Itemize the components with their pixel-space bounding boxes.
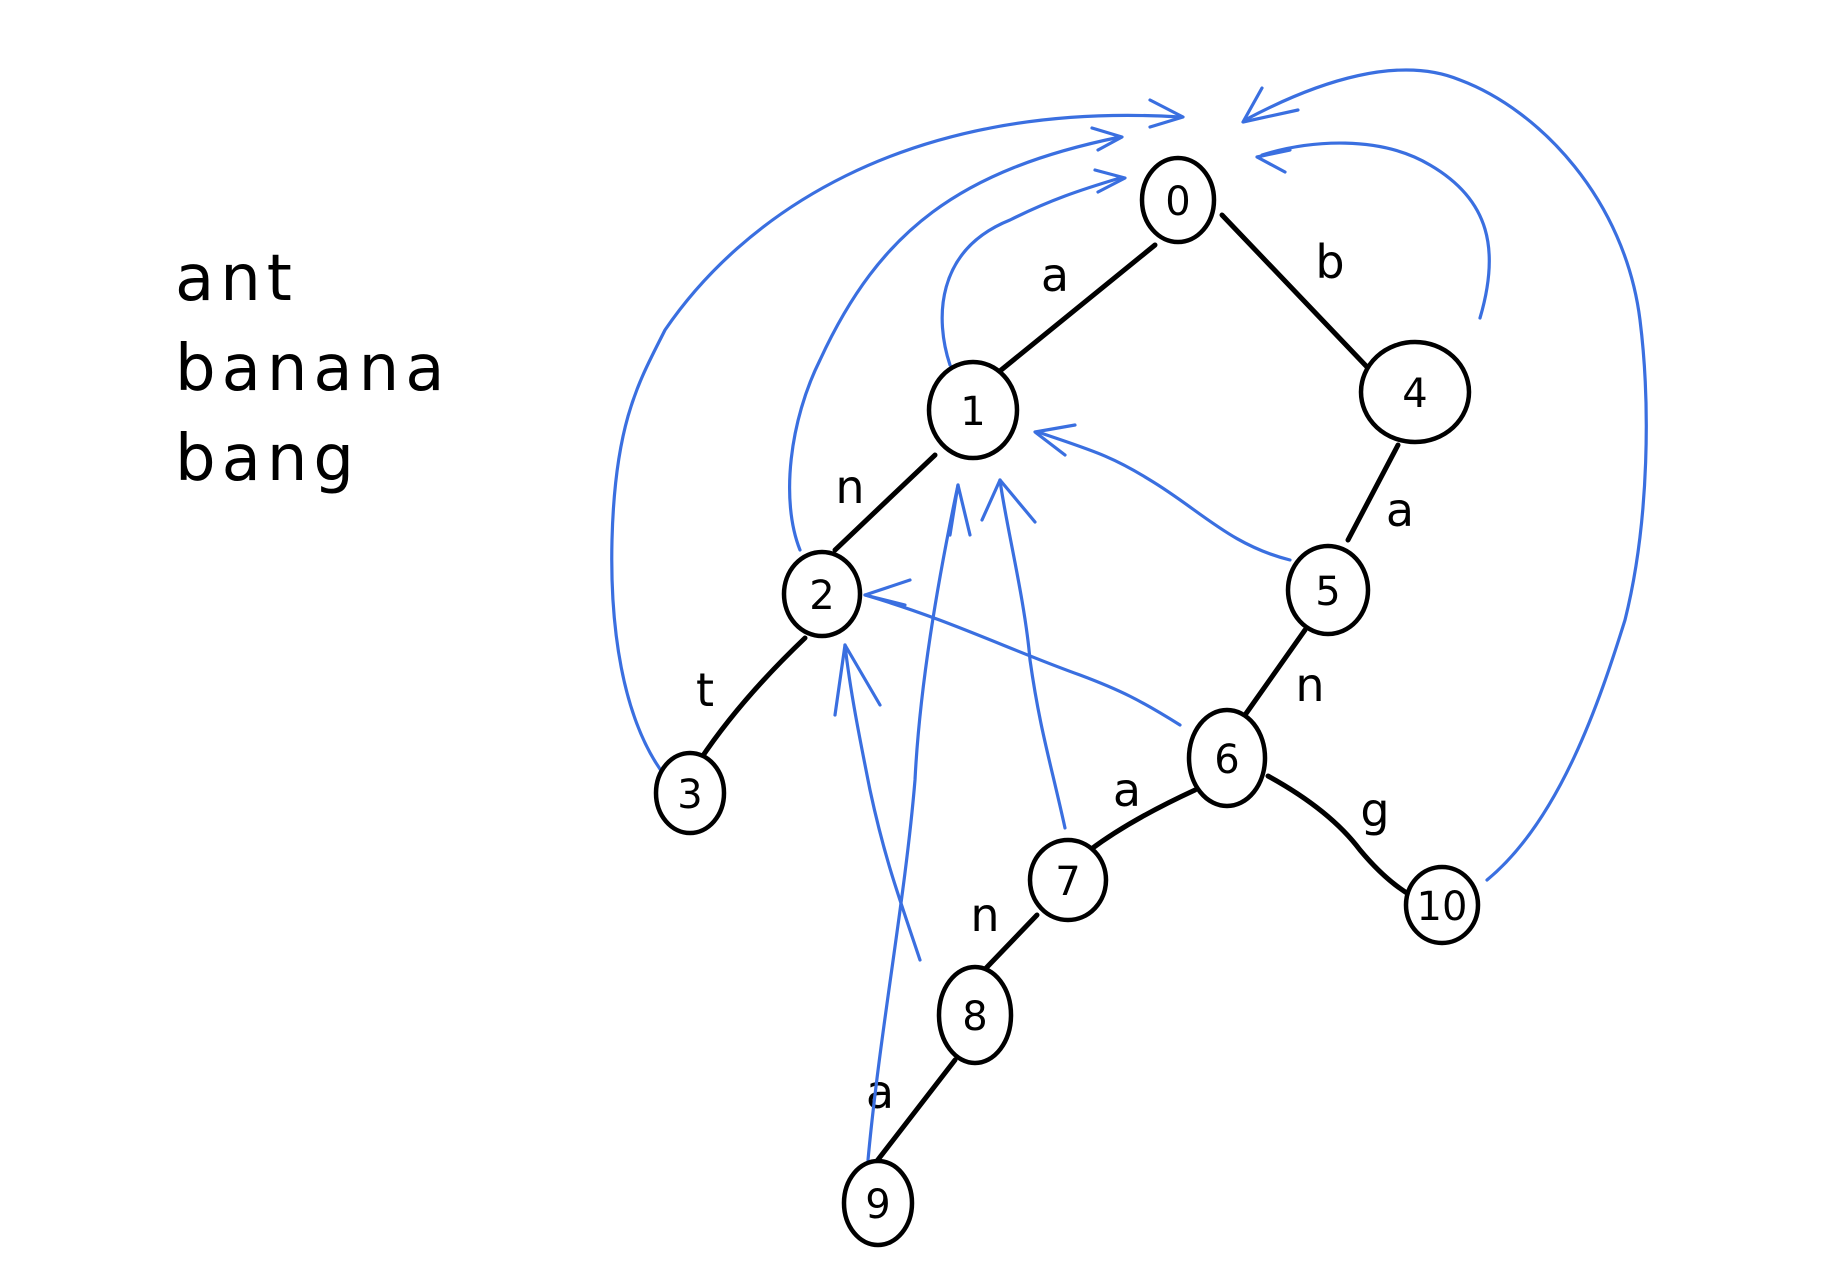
word-2: bang — [175, 422, 360, 496]
edge-1-2 — [832, 452, 938, 553]
node-0: 0 — [1139, 155, 1217, 245]
edge-5-6 — [1242, 627, 1308, 718]
failure-link-3-0 — [610, 98, 1185, 782]
node-8-label: 8 — [962, 994, 987, 1040]
edge-0-4 — [1219, 212, 1371, 371]
node-8: 8 — [936, 964, 1014, 1066]
word-list: ant banana bang — [175, 242, 450, 496]
failure-link-5-1 — [1033, 423, 1292, 562]
trie-edges — [697, 212, 1413, 1173]
node-5-label: 5 — [1315, 569, 1340, 615]
edge-0-1 — [992, 242, 1158, 378]
edge-6-7 — [1087, 787, 1198, 853]
edge-label-1-2: n — [835, 460, 864, 514]
failure-link-6-2 — [863, 578, 1182, 727]
node-10: 10 — [1403, 864, 1481, 946]
edge-label-0-1: a — [1041, 248, 1069, 302]
node-6: 6 — [1186, 707, 1268, 809]
node-3-label: 3 — [677, 772, 702, 818]
edge-2-3 — [697, 635, 808, 763]
node-1: 1 — [926, 359, 1020, 461]
failure-link-2-0 — [788, 126, 1124, 552]
edge-label-8-9: a — [866, 1065, 894, 1119]
node-7-label: 7 — [1055, 859, 1080, 905]
edge-label-6-7: a — [1113, 763, 1141, 817]
failure-link-4-0 — [1255, 141, 1491, 320]
node-2-label: 2 — [809, 573, 834, 619]
failure-link-8-2 — [833, 643, 922, 962]
trie-nodes: 0 1 2 3 4 5 6 7 — [653, 155, 1481, 1248]
edge-label-6-10: g — [1360, 783, 1389, 837]
node-10-label: 10 — [1417, 884, 1468, 930]
failure-links — [610, 68, 1648, 1162]
node-6-label: 6 — [1214, 737, 1239, 783]
edge-4-5 — [1345, 442, 1401, 543]
node-3: 3 — [653, 750, 727, 836]
failure-link-10-0 — [1241, 68, 1648, 882]
node-9: 9 — [841, 1158, 915, 1248]
node-9-label: 9 — [865, 1182, 890, 1228]
node-0-label: 0 — [1165, 179, 1190, 225]
edge-label-5-6: n — [1295, 658, 1324, 712]
edge-label-4-5: a — [1386, 483, 1414, 537]
node-4: 4 — [1358, 339, 1472, 445]
node-7: 7 — [1027, 837, 1109, 923]
node-4-label: 4 — [1402, 371, 1427, 417]
failure-link-1-0 — [940, 168, 1127, 367]
edge-6-10 — [1265, 773, 1413, 898]
node-5: 5 — [1285, 543, 1371, 637]
word-0: ant — [175, 242, 298, 316]
edge-label-0-4: b — [1315, 235, 1344, 289]
failure-link-7-1 — [980, 478, 1067, 830]
edge-label-2-3: t — [696, 663, 714, 717]
word-1: banana — [175, 332, 450, 406]
node-1-label: 1 — [960, 389, 985, 435]
edge-labels: a n t b a n a n a g — [696, 235, 1414, 1119]
edge-8-9 — [867, 1057, 958, 1173]
edge-label-7-8: n — [970, 888, 999, 942]
node-2: 2 — [781, 549, 863, 639]
failure-link-9-1 — [866, 483, 972, 1162]
